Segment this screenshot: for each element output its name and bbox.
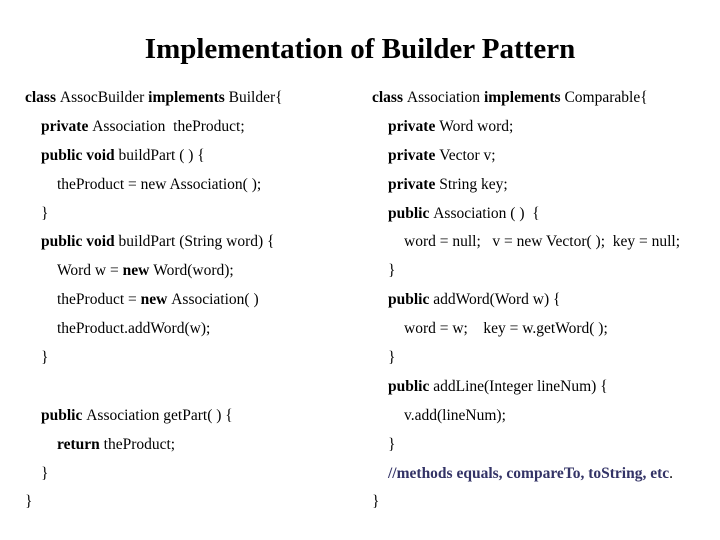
code-column-right: class Association implements Comparable{… [372, 84, 720, 517]
code-segment: public void [41, 233, 119, 251]
code-line: word = w; key = w.getWord( ); [372, 315, 720, 344]
code-segment: return [57, 435, 104, 453]
code-segment: Association( ) [171, 291, 259, 309]
code-segment: addLine(Integer lineNum) { [433, 377, 608, 395]
code-segment: theProduct = [57, 291, 141, 309]
code-line: public void buildPart (String word) { [25, 228, 367, 257]
code-segment: Association getPart( ) { [86, 406, 233, 424]
code-line: //methods equals, compareTo, toString, e… [372, 460, 720, 489]
code-line: public Association getPart( ) { [25, 402, 367, 431]
code-line [25, 373, 367, 402]
code-segment: } [372, 493, 380, 511]
code-segment: } [388, 349, 396, 367]
code-segment: public [388, 204, 434, 222]
code-line: public void buildPart ( ) { [25, 142, 367, 171]
code-segment: Word(word); [153, 262, 234, 280]
code-line: } [25, 344, 367, 373]
code-segment: class [372, 89, 407, 106]
code-segment: implements [148, 89, 229, 106]
code-line: } [372, 431, 720, 460]
code-segment: word = null; v = new Vector( ); key = nu… [404, 233, 681, 251]
code-line: private Association theProduct; [25, 113, 367, 142]
code-segment: private [388, 175, 440, 193]
code-segment: Word w = [57, 262, 123, 280]
code-line: } [25, 460, 367, 489]
code-line: theProduct.addWord(w); [25, 315, 367, 344]
code-segment: new [122, 262, 154, 280]
code-line: private String key; [372, 171, 720, 200]
code-line: theProduct = new Association( ) [25, 286, 367, 315]
code-segment: //methods equals, compareTo, toString, e… [388, 464, 670, 482]
code-line: class Association implements Comparable{ [372, 84, 720, 113]
code-segment: public [41, 406, 87, 424]
code-segment: buildPart (String word) { [118, 233, 275, 251]
code-line: } [372, 488, 720, 517]
code-column-left: class AssocBuilder implements Builder{pr… [25, 84, 367, 517]
code-segment: private [41, 117, 93, 135]
code-segment: } [41, 349, 49, 367]
code-line: } [372, 257, 720, 286]
code-segment: String key; [439, 175, 508, 193]
code-segment: theProduct; [103, 435, 176, 453]
code-segment: public [388, 291, 434, 309]
code-line: return theProduct; [25, 431, 367, 460]
code-segment: implements [483, 89, 565, 106]
code-segment: v.add(lineNum); [404, 406, 506, 424]
code-line: class AssocBuilder implements Builder{ [25, 84, 367, 113]
code-segment: new [140, 291, 172, 309]
code-segment: addWord(Word w) { [433, 291, 561, 309]
slide-title: Implementation of Builder Pattern [144, 33, 576, 65]
code-segment: Vector v; [439, 146, 496, 164]
code-line: public addLine(Integer lineNum) { [372, 373, 720, 402]
code-line: public addWord(Word w) { [372, 286, 720, 315]
code-segment: } [388, 435, 396, 453]
code-segment: . [669, 464, 674, 482]
code-segment: word = w; key = w.getWord( ); [404, 320, 608, 338]
code-segment: Association ( ) { [433, 204, 540, 222]
code-segment: Association theProduct; [92, 117, 245, 135]
code-segment: Word word; [439, 117, 514, 135]
code-segment: } [41, 204, 49, 222]
code-segment: theProduct.addWord(w); [57, 320, 211, 338]
code-segment: theProduct = new Association( ); [57, 175, 262, 193]
code-segment: AssocBuilder [59, 89, 149, 106]
code-segment: private [388, 146, 440, 164]
code-segment: private [388, 117, 440, 135]
code-line: } [25, 488, 367, 517]
code-line: } [372, 344, 720, 373]
code-segment: } [388, 262, 396, 280]
code-line: private Word word; [372, 113, 720, 142]
code-line: word = null; v = new Vector( ); key = nu… [372, 228, 720, 257]
code-line: v.add(lineNum); [372, 402, 720, 431]
code-line: } [25, 200, 367, 229]
code-segment: Builder{ [228, 89, 283, 106]
code-segment: buildPart ( ) { [118, 146, 205, 164]
code-line: private Vector v; [372, 142, 720, 171]
code-line: theProduct = new Association( ); [25, 171, 367, 200]
code-segment: public void [41, 146, 119, 164]
code-line: Word w = new Word(word); [25, 257, 367, 286]
code-line: public Association ( ) { [372, 200, 720, 229]
code-segment: } [41, 464, 49, 482]
code-segment: } [25, 493, 33, 511]
code-segment: public [388, 377, 434, 395]
code-segment: class [25, 89, 60, 106]
code-segment: Association [406, 89, 484, 106]
code-segment: Comparable{ [564, 89, 648, 106]
